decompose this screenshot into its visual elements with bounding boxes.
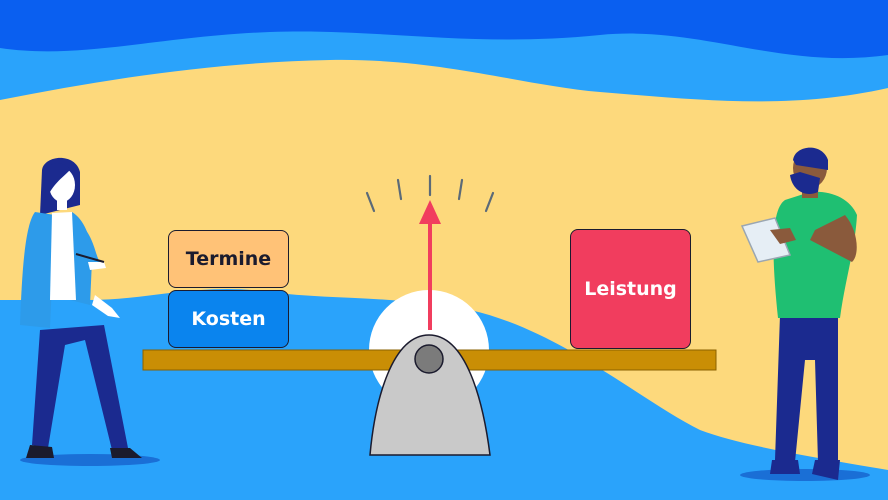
leistung-label: Leistung	[584, 278, 677, 300]
kosten-block: Kosten	[168, 290, 289, 348]
dark-blue-wave	[0, 0, 888, 59]
woman-figure-icon	[20, 157, 160, 466]
man-with-tablet-icon	[740, 147, 870, 481]
termine-label: Termine	[185, 248, 272, 270]
pivot-bolt	[414, 344, 444, 374]
leistung-block: Leistung	[570, 229, 691, 349]
termine-block: Termine	[168, 230, 289, 288]
pointer-arrow-icon	[419, 200, 441, 330]
kosten-label: Kosten	[191, 308, 266, 330]
scale-fulcrum	[369, 334, 491, 456]
gauge-ticks	[365, 174, 495, 213]
